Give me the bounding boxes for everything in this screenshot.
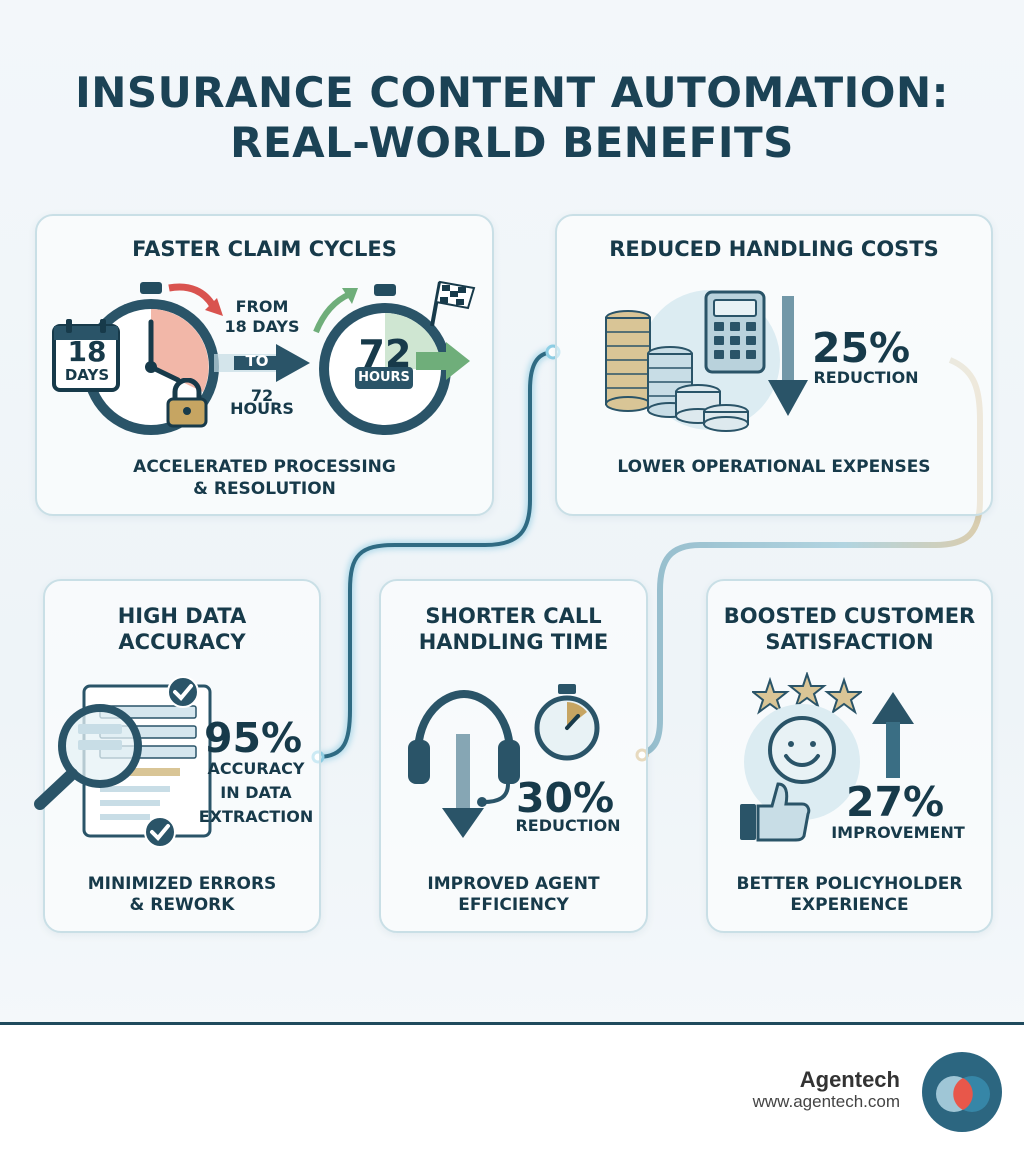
calculator-icon: [704, 290, 766, 374]
card-caption: LOWER OPERATIONAL EXPENSES: [617, 457, 931, 477]
calendar-number: 18: [67, 335, 107, 368]
card-title-line-2: ACCURACY: [118, 630, 246, 654]
cost-value: 25%: [812, 324, 911, 372]
checkmark-icon-bottom: [144, 816, 176, 848]
calendar-label: DAYS: [64, 366, 110, 384]
card-caption-line-2: & RESOLUTION: [193, 479, 336, 499]
satisfaction-value-label: IMPROVEMENT: [831, 823, 965, 842]
card-title-line-2: HANDLING TIME: [418, 630, 609, 654]
thumbs-up-icon: [740, 782, 811, 842]
up-arrow-icon: [872, 692, 914, 778]
to-label-3: HOURS: [230, 399, 294, 418]
card-title-line-1: HIGH DATA: [117, 604, 247, 628]
card-caption-line-1: BETTER POLICYHOLDER: [736, 874, 963, 894]
accuracy-value: 95%: [204, 714, 303, 762]
card-title: FASTER CLAIM CYCLES: [132, 237, 397, 261]
card-caption-line-2: EFFICIENCY: [458, 895, 569, 915]
agentech-logo: [922, 1052, 1002, 1132]
card-caption-line-1: ACCELERATED PROCESSING: [133, 457, 396, 477]
to-label-2: 72: [250, 386, 274, 405]
footer-divider: [0, 1022, 1024, 1025]
accuracy-label-2: IN DATA: [220, 783, 292, 802]
down-arrow-icon: [768, 296, 808, 416]
stars-icon: [752, 672, 862, 715]
from-label-2: 18 DAYS: [224, 317, 300, 336]
red-curved-arrow-icon: [168, 283, 223, 316]
card-title-line-2: SATISFACTION: [765, 630, 934, 654]
card-title-line-1: SHORTER CALL: [425, 604, 602, 628]
call-value-label: REDUCTION: [515, 816, 621, 835]
magnifier-icon: [34, 704, 142, 810]
timer-icon: [534, 684, 600, 761]
finish-flag-icon: [430, 280, 476, 327]
accuracy-label-3: EXTRACTION: [198, 807, 314, 826]
lock-icon: [166, 378, 208, 428]
headset-icon: [408, 689, 520, 838]
satisfaction-value: 27%: [846, 778, 945, 826]
to-label: TO: [245, 352, 269, 370]
brand-name: Agentech: [799, 1067, 900, 1092]
card-caption-line-2: EXPERIENCE: [790, 895, 909, 915]
smiley-icon: [744, 704, 860, 820]
card-caption-line-1: MINIMIZED ERRORS: [87, 874, 277, 894]
card-title-line-1: BOOSTED CUSTOMER: [723, 604, 976, 628]
accuracy-label-1: ACCURACY: [207, 759, 305, 778]
card-caption-line-2: & REWORK: [129, 895, 235, 915]
brand-url[interactable]: www.agentech.com: [752, 1092, 900, 1111]
from-label-1: FROM: [235, 297, 289, 316]
page-title-line-2: REAL-WORLD BENEFITS: [230, 118, 794, 167]
card-caption-line-1: IMPROVED AGENT: [427, 874, 600, 894]
to-arrow-icon: [214, 344, 310, 382]
card-title: REDUCED HANDLING COSTS: [609, 237, 939, 261]
page-title-line-1: INSURANCE CONTENT AUTOMATION:: [75, 68, 949, 117]
timer-label: HOURS: [355, 367, 413, 389]
checkmark-icon: [167, 676, 199, 708]
footer: [0, 1025, 1024, 1154]
calendar-icon: [52, 319, 120, 392]
call-value: 30%: [516, 774, 615, 822]
cost-value-label: REDUCTION: [813, 368, 919, 387]
